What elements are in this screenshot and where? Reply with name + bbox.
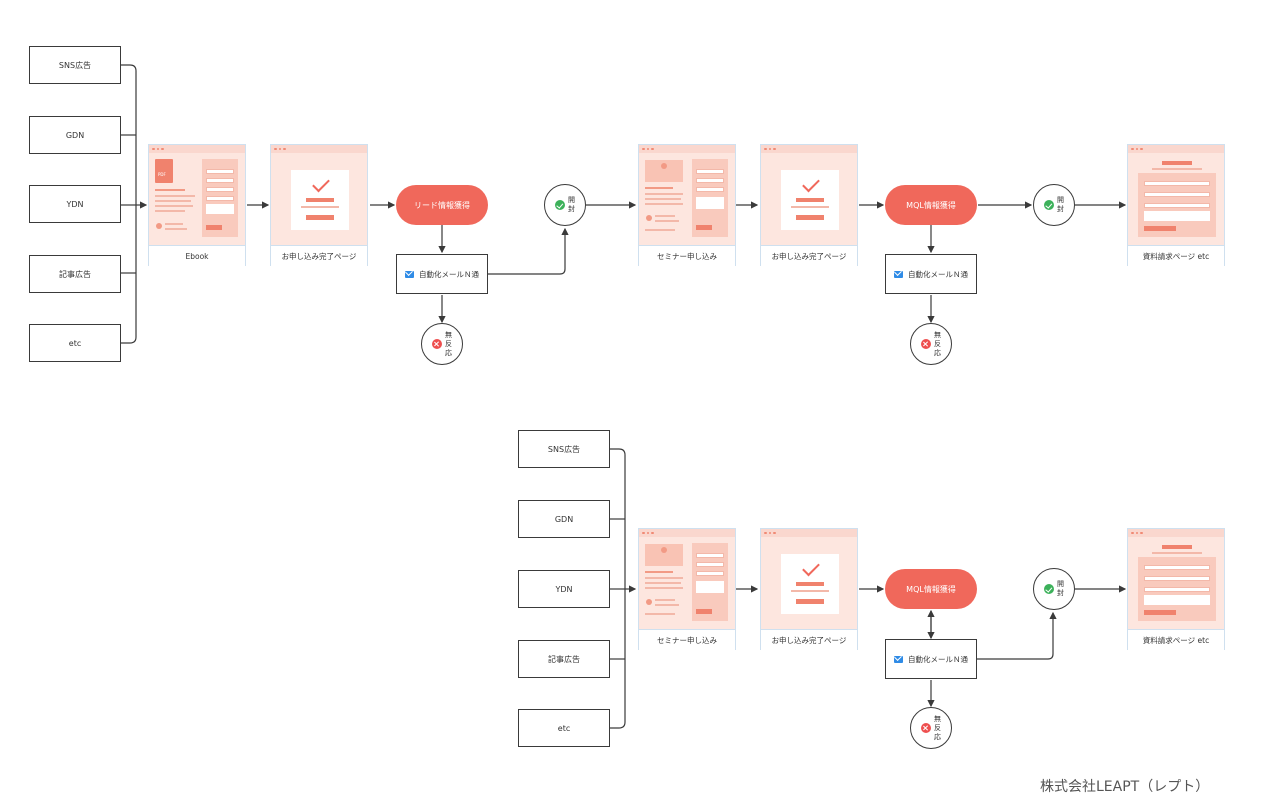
seminar-label: セミナー申し込み [639, 629, 735, 651]
request-label: 資料請求ページ etc [1128, 245, 1224, 267]
ebook-page-card: PDF Ebook [148, 144, 246, 267]
auto-mail-node-2: 自動化メールＮ通 [885, 254, 977, 294]
opened-label: 開封 [1057, 580, 1064, 597]
cross-icon [920, 723, 931, 733]
source-gdn: GDN [29, 116, 121, 154]
thanks-thumbnail [761, 537, 857, 629]
no-response-label: 無反応 [445, 330, 452, 357]
no-response-node: 無反応 [421, 323, 463, 365]
window-bar [761, 145, 857, 153]
request-thumbnail [1128, 153, 1224, 245]
no-response-label: 無反応 [934, 714, 941, 741]
window-bar [1128, 529, 1224, 537]
mql-acquired-node: MQL情報獲得 [885, 185, 977, 225]
auto-mail-label: 自動化メールＮ通 [419, 269, 479, 279]
check-icon [1043, 584, 1054, 594]
source-etc: etc [29, 324, 121, 362]
window-bar [639, 145, 735, 153]
thanks-label: お申し込み完了ページ [271, 245, 367, 267]
cross-icon [431, 339, 442, 349]
opened-node: 開封 [544, 184, 586, 226]
window-bar [149, 145, 245, 153]
lead-acquired-node: リード情報獲得 [396, 185, 488, 225]
source-sns-ad: SNS広告 [29, 46, 121, 84]
seminar-page-card: セミナー申し込み [638, 144, 736, 267]
seminar-label: セミナー申し込み [639, 245, 735, 267]
mail-icon [405, 270, 414, 278]
source-gdn-2: GDN [518, 500, 610, 538]
request-page-card-b: 資料請求ページ etc [1127, 528, 1225, 651]
seminar-thumbnail [639, 153, 735, 245]
no-response-node-2: 無反応 [910, 323, 952, 365]
hero-image-icon [645, 544, 683, 566]
pdf-document-icon: PDF [155, 159, 173, 183]
opened-label: 開封 [568, 196, 575, 213]
mql-acquired-node-b: MQL情報獲得 [885, 569, 977, 609]
seminar-thumbnail [639, 537, 735, 629]
user-icon [646, 215, 652, 221]
thanks-label: お申し込み完了ページ [761, 629, 857, 651]
source-article-ad: 記事広告 [29, 255, 121, 293]
thanks-label: お申し込み完了ページ [761, 245, 857, 267]
auto-mail-node: 自動化メールＮ通 [396, 254, 488, 294]
thanks-page-card-2: お申し込み完了ページ [760, 144, 858, 267]
thanks-page-card-b: お申し込み完了ページ [760, 528, 858, 651]
opened-node-2: 開封 [1033, 184, 1075, 226]
request-thumbnail [1128, 537, 1224, 629]
request-label: 資料請求ページ etc [1128, 629, 1224, 651]
check-icon [1043, 200, 1054, 210]
request-page-card: 資料請求ページ etc [1127, 144, 1225, 267]
ebook-thumbnail: PDF [149, 153, 245, 245]
source-etc-2: etc [518, 709, 610, 747]
thanks-thumbnail [271, 153, 367, 245]
auto-mail-node-b: 自動化メールＮ通 [885, 639, 977, 679]
window-bar [639, 529, 735, 537]
source-ydn: YDN [29, 185, 121, 223]
ebook-label: Ebook [149, 245, 245, 267]
window-bar [1128, 145, 1224, 153]
no-response-label: 無反応 [934, 330, 941, 357]
source-ydn-2: YDN [518, 570, 610, 608]
mail-icon [894, 655, 903, 663]
source-article-ad-2: 記事広告 [518, 640, 610, 678]
opened-node-b: 開封 [1033, 568, 1075, 610]
seminar-page-card-b: セミナー申し込み [638, 528, 736, 651]
company-credit: 株式会社LEAPT（レプト） [1040, 779, 1210, 795]
no-response-node-b: 無反応 [910, 707, 952, 749]
user-icon [646, 599, 652, 605]
auto-mail-label: 自動化メールＮ通 [908, 654, 968, 664]
window-bar [761, 529, 857, 537]
check-icon [554, 200, 565, 210]
source-sns-ad-2: SNS広告 [518, 430, 610, 468]
opened-label: 開封 [1057, 196, 1064, 213]
user-icon [156, 223, 162, 229]
cross-icon [920, 339, 931, 349]
mail-icon [894, 270, 903, 278]
window-bar [271, 145, 367, 153]
thanks-page-card: お申し込み完了ページ [270, 144, 368, 267]
thanks-thumbnail [761, 153, 857, 245]
hero-image-icon [645, 160, 683, 182]
auto-mail-label: 自動化メールＮ通 [908, 269, 968, 279]
pdf-tag: PDF [158, 172, 166, 177]
